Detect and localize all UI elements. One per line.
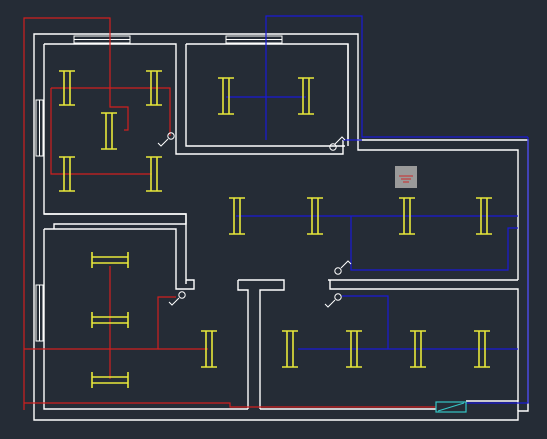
fixtures: [59, 70, 492, 388]
blue-wire-right-side: [466, 137, 529, 404]
light-fixture-icon: [282, 330, 298, 368]
red-wire-bottom: [24, 402, 436, 408]
central-column: [237, 279, 285, 409]
top-left-room-wall: [44, 43, 345, 155]
red-circuit: [23, 17, 436, 410]
switch-icon: [329, 136, 346, 151]
light-fixture-icon: [474, 330, 490, 368]
switch-icon: [168, 291, 186, 306]
switch-icon: [334, 260, 352, 275]
red-wire-bottom-left: [24, 296, 176, 350]
red-wire-top-left-room: [50, 87, 171, 175]
light-fixture-icon: [410, 330, 426, 368]
light-fixture-icon: [298, 77, 314, 115]
outer-wall: [33, 33, 529, 421]
walls: [33, 33, 529, 421]
light-fixture-icon: [146, 70, 162, 106]
light-fixture-icon: [91, 372, 129, 388]
light-fixture-icon: [399, 197, 415, 235]
hall-bottom-wall: [44, 213, 187, 229]
light-fixture-icon: [229, 197, 245, 235]
light-fixture-icon: [307, 197, 323, 235]
light-fixture-icon: [59, 156, 75, 192]
light-fixture-icon: [476, 197, 492, 235]
light-fixture-icon: [346, 330, 362, 368]
switches: [157, 132, 352, 308]
bottom-left-room-wall: [44, 228, 195, 290]
corridor-wall: [347, 44, 519, 216]
top-center-room-wall: [186, 43, 349, 146]
light-fixture-icon: [146, 156, 162, 192]
bottom-wall-right: [260, 400, 519, 411]
blue-wire-top: [265, 15, 528, 140]
red-wire-main: [23, 17, 129, 410]
light-fixture-icon: [91, 312, 129, 328]
light-fixture-icon: [218, 77, 234, 115]
light-fixture-icon: [101, 112, 117, 150]
light-fixture-icon: [201, 330, 217, 368]
meter-box-icon: [435, 401, 467, 413]
light-fixture-icon: [91, 252, 129, 268]
bottom-right-room-wall: [328, 279, 519, 401]
blue-wire-hall-loop: [350, 216, 518, 271]
blue-circuit: [226, 15, 529, 404]
light-fixture-icon: [59, 70, 75, 106]
blue-wire-bottom-right: [342, 295, 518, 350]
switch-icon: [324, 293, 342, 308]
inner-wall-left: [43, 44, 248, 410]
distribution-panel-icon: [395, 166, 417, 188]
switch-icon: [157, 132, 175, 147]
